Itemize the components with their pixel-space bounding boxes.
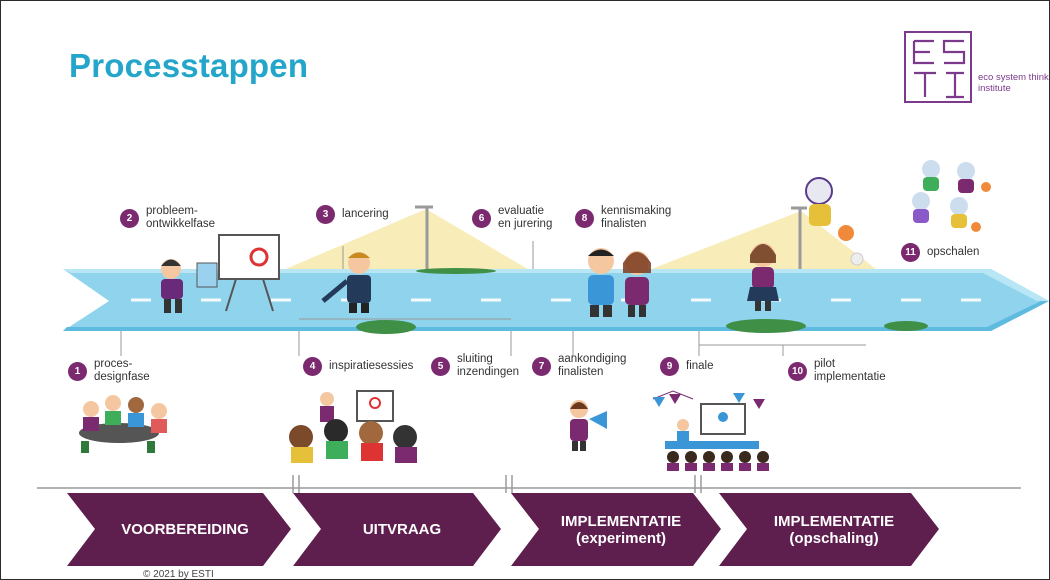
step-label-7: aankondiging finalisten (558, 353, 627, 378)
step-number-11: 11 (901, 243, 920, 262)
step-4: 4 inspiratiesessies (303, 357, 413, 376)
phase-chevron-4 (719, 493, 939, 566)
logo-mark: ES TI (904, 31, 972, 103)
launch-man-illustration (321, 252, 371, 313)
step-number-5: 5 (431, 356, 450, 376)
finale-stage-illustration (652, 390, 769, 471)
copyright: © 2021 by ESTI (143, 569, 214, 580)
jetpack-figure-illustration (805, 177, 864, 266)
phase-label-implementatie-experiment: IMPLEMENTATIE (experiment) (560, 512, 682, 547)
step-8: 8 kennismaking finalisten (575, 205, 671, 231)
finalists-illustration (588, 248, 651, 317)
step-2: 2 probleem- ontwikkelfase (120, 205, 215, 231)
step-3: 3 lancering (316, 205, 389, 224)
step-label-3: lancering (342, 208, 389, 220)
bushes (356, 268, 928, 334)
phase-chevron-2 (293, 493, 501, 566)
step-5: 5 sluiting inzendingen (431, 353, 519, 379)
step-9: 9 finale (660, 357, 714, 376)
announcement-illustration (570, 400, 607, 451)
step-label-9: finale (686, 360, 714, 372)
lamp-post-1 (415, 205, 433, 271)
step-label-4: inspiratiesessies (329, 360, 414, 372)
phase-chevron-3 (511, 493, 721, 566)
phase-label-implementatie-opschaling: IMPLEMENTATIE (opschaling) (773, 512, 895, 547)
step-number-2: 2 (120, 208, 139, 228)
presenter-illustration (161, 234, 280, 313)
step-6: 6 evaluatie en jurering (472, 205, 552, 231)
step-label-2: probleem- ontwikkelfase (146, 205, 216, 230)
phase-timeline (37, 475, 1021, 493)
step-11: 11 opschalen (901, 243, 979, 262)
pilot-woman-illustration (747, 243, 779, 311)
step-1: 1 proces- designfase (68, 358, 150, 384)
step-label-8: kennismaking finalisten (601, 205, 672, 230)
step-label-1: proces- designfase (94, 358, 150, 383)
step-number-4: 4 (303, 357, 322, 376)
logo-tagline-line1: eco system thinking (978, 72, 1049, 83)
team-meeting-illustration (79, 395, 167, 453)
step-number-3: 3 (316, 205, 335, 224)
step-10: 10 pilot implementatie (788, 358, 886, 384)
phase-chevron-1 (67, 493, 291, 566)
step-number-7: 7 (532, 356, 551, 376)
logo-tagline-line2: institute (978, 83, 1011, 94)
light-beam-2 (641, 211, 881, 273)
step-label-11: opschalen (927, 246, 980, 258)
lamp-post-2 (791, 206, 807, 273)
scaling-group-illustration (912, 160, 991, 232)
step-number-10: 10 (788, 361, 807, 381)
step-7: 7 aankondiging finalisten (532, 353, 626, 379)
phase-label-voorbereiding: VOORBEREIDING (121, 521, 249, 538)
step-label-6: evaluatie en jurering (498, 205, 553, 230)
step-number-8: 8 (575, 208, 594, 228)
step-number-9: 9 (660, 357, 679, 376)
step-number-6: 6 (472, 208, 491, 228)
phase-label-uitvraag: UITVRAAG (362, 521, 442, 538)
step-label-10: pilot implementatie (814, 358, 886, 383)
logo-letters-graphic: ES TI (912, 39, 966, 99)
logo-tagline: eco system thinking institute (978, 72, 1049, 94)
step-label-5: sluiting inzendingen (457, 353, 520, 378)
esti-logo: ES TI eco system thinking institute (904, 31, 1049, 109)
page-title: Processtappen (69, 47, 309, 84)
step-number-1: 1 (68, 361, 87, 381)
inspiration-session-illustration (289, 390, 417, 463)
